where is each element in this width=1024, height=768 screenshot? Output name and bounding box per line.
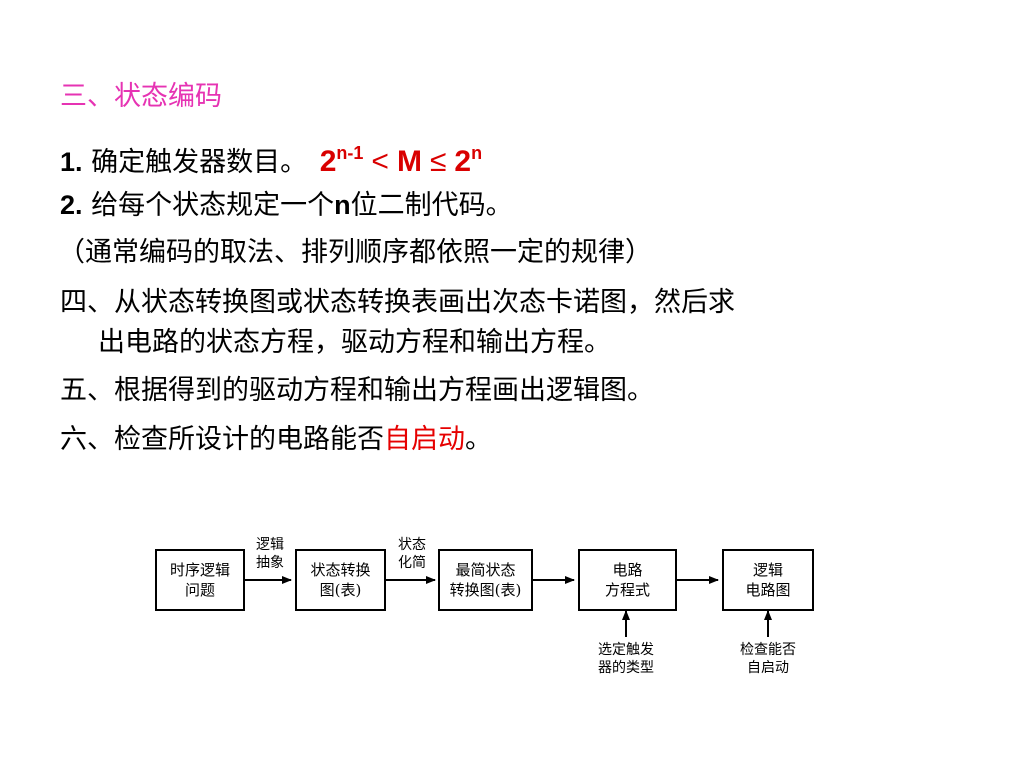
box-3-line-1: 最简状态 [455,561,516,579]
box-logic-diagram: 逻辑 电路图 [722,549,814,611]
formula-exponent-2: n [471,143,483,163]
label-flipflop-line-1: 选定触发 [598,642,654,658]
label-check-self-start: 检查能否 自启动 [728,641,808,677]
label-self-start-line-2: 自启动 [747,660,789,676]
step-6-highlight: 自启动 [384,424,465,455]
box-4-line-1: 电路 [612,561,643,579]
label-abstraction-line-2: 抽象 [256,555,284,571]
formula-variable-m: M [396,145,422,178]
item-1-text: 确定触发器数目。 [91,147,308,178]
step-5: 五、根据得到的驱动方程和输出方程画出逻辑图。 [60,375,654,406]
box-2-line-2: 图(表) [319,581,362,599]
step-4-line-1: 四、从状态转换图或状态转换表画出次态卡诺图，然后求 [60,287,735,318]
heading-state-encoding: 三、状态编码 [60,81,222,112]
formula-base-2: 2 [454,145,472,178]
label-self-start-line-1: 检查能否 [740,642,796,658]
label-flipflop-line-2: 器的类型 [598,660,654,676]
step-4-line-2: 出电路的状态方程，驱动方程和输出方程。 [98,327,611,358]
step-6-end: 。 [465,424,492,455]
step-6: 六、检查所设计的电路能否自启动。 [60,423,492,457]
label-abstraction-line-1: 逻辑 [256,537,284,553]
item-1-number: 1. [60,147,83,177]
label-state-simplification: 状态 化简 [392,536,432,572]
item-2-number: 2. [60,190,83,220]
item-2-variable-n: n [334,190,351,220]
item-2-text-b: 位二制代码。 [350,190,513,221]
step-6-text: 六、检查所设计的电路能否 [60,424,384,455]
label-choose-flipflop-type: 选定触发 器的类型 [586,641,666,677]
formula-base-1: 2 [319,145,337,178]
formula-exponent-1: n-1 [336,143,364,163]
label-logic-abstraction: 逻辑 抽象 [250,536,290,572]
box-1-line-1: 时序逻辑 [169,561,230,579]
box-circuit-equations: 电路 方程式 [578,549,677,611]
box-1-line-2: 问题 [184,581,215,599]
formula-less-than: < [371,145,389,178]
box-2-line-1: 状态转换 [310,561,371,579]
box-3-line-2: 转换图(表) [449,581,522,599]
box-sequential-problem: 时序逻辑 问题 [155,549,245,611]
label-simplification-line-1: 状态 [398,537,426,553]
item-2: 2. 给每个状态规定一个n位二制代码。 [60,188,513,223]
encoding-note: （通常编码的取法、排列顺序都依照一定的规律） [58,237,652,268]
flipflop-count-formula: 2n-1<M≤2n [319,143,483,178]
item-2-text-a: 给每个状态规定一个 [91,190,335,221]
box-4-line-2: 方程式 [604,581,650,599]
label-simplification-line-2: 化简 [398,555,426,571]
item-1: 1. 确定触发器数目。 2n-1<M≤2n [60,136,482,180]
box-5-line-2: 电路图 [745,581,791,599]
box-minimal-state: 最简状态 转换图(表) [438,549,533,611]
box-state-transition: 状态转换 图(表) [295,549,386,611]
formula-less-equal: ≤ [429,145,447,178]
box-5-line-1: 逻辑 [752,561,783,579]
